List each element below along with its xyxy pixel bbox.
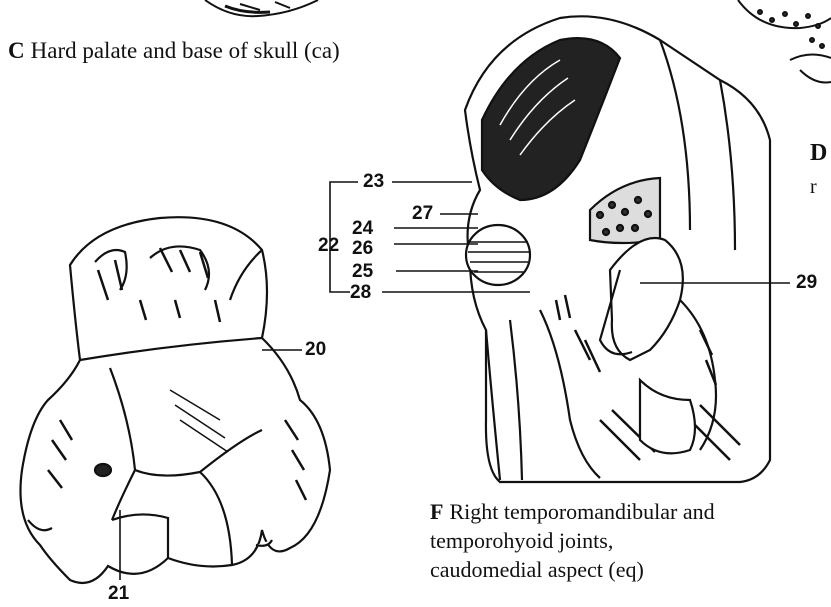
label-25: 25 — [352, 261, 373, 283]
figure-f-caption-line-1: Right temporomandibular and — [449, 499, 714, 524]
label-21: 21 — [108, 583, 129, 605]
figure-f-caption-line-2: temporohyoid joints, — [430, 526, 715, 555]
figure-d-letter: D — [810, 140, 827, 167]
label-29: 29 — [796, 272, 817, 294]
figure-f-caption-line-3: caudomedial aspect (eq) — [430, 555, 715, 584]
label-22: 22 — [318, 235, 339, 257]
figure-c-letter: C — [8, 38, 25, 63]
skull-fragment-drawing — [205, 0, 318, 16]
figure-c-caption-text: Hard palate and base of skull (ca) — [31, 38, 340, 63]
temporohyoid-drawing — [465, 16, 770, 482]
condyle-drawing — [20, 217, 330, 583]
figure-d-fragment-drawing — [738, 0, 831, 83]
label-26: 26 — [352, 238, 373, 260]
label-20: 20 — [305, 339, 326, 361]
figure-f-letter: F — [430, 499, 443, 524]
figure-d-partial-text: r — [810, 176, 817, 199]
label-27: 27 — [412, 203, 433, 225]
label-24: 24 — [352, 218, 373, 240]
label-23: 23 — [363, 171, 384, 193]
label-28: 28 — [350, 282, 371, 304]
